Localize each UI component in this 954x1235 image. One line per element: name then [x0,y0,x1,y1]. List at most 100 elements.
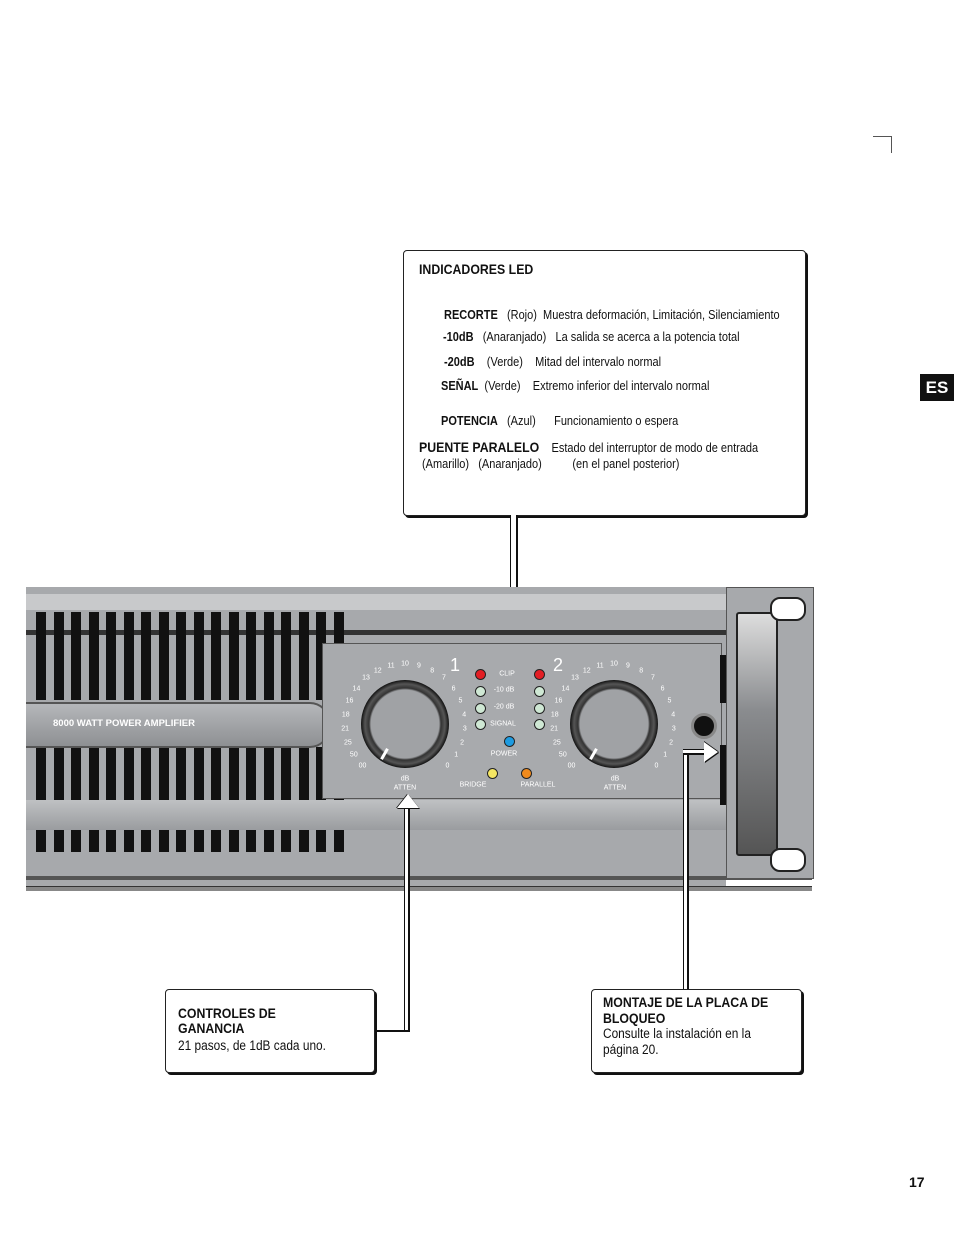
led-row: -20dB (Verde) Mitad del intervalo normal [444,355,662,369]
scale-label: 1 [663,751,668,759]
callout-line [404,808,410,1030]
vent-slot [211,612,221,700]
rack-handle [736,612,778,856]
scale-label: 50 [558,751,567,759]
vent-slot [36,612,46,700]
led-row: POTENCIA (Azul) Funcionamiento o espera [441,414,679,428]
callout-desc: Consulte la instalación en la página 20. [603,1026,751,1057]
minus20-label: -20 dB [493,703,515,711]
parallel-label: PARALLEL [520,781,556,789]
scale-label: 7 [442,674,446,682]
minus20-led-ch1 [475,703,486,714]
vent-slot [88,747,99,852]
vent-slot [263,612,274,700]
vent-slot [123,747,134,852]
scale-label: 13 [362,674,370,682]
vent-slot [71,747,81,852]
scale-label: 18 [341,711,350,719]
callout-title: MONTAJE DE LA PLACA DE BLOQUEO [603,994,769,1026]
scale-label: 12 [373,667,382,675]
scale-label: 9 [626,662,630,670]
gain-knob-channel-1[interactable] [361,680,449,768]
callout-title: INDICADORES LED [419,261,534,277]
vent-slot [123,612,134,700]
vent-slot [246,612,256,700]
scale-label: 00 [567,762,576,770]
vent-slot [316,612,326,700]
scale-label: 8 [430,667,435,675]
led-row: -10dB (Anaranjado) La salida se acerca a… [443,330,740,344]
vent-slot [36,747,46,852]
minus20-led-ch2 [534,703,545,714]
corner-mark [873,136,892,153]
bridge-label: BRIDGE [459,781,487,789]
scale-label: 50 [349,751,358,759]
vent-slot [141,747,151,852]
scale-label: 4 [462,711,467,719]
gain-controls-callout: CONTROLES DE GANANCIA 21 pasos, de 1dB c… [165,989,375,1073]
scale-label: 00 [358,762,367,770]
scale-label: 5 [458,697,463,705]
scale-label: 14 [352,685,361,693]
vent-slot [176,612,186,700]
scale-label: 0 [445,762,450,770]
knob-atten-label: ATTEN [603,784,627,792]
signal-led-ch2 [534,719,545,730]
callout-line [510,515,518,653]
vent-slot [246,747,256,852]
scale-label: 11 [596,662,604,670]
scale-label: 3 [462,725,467,733]
vent-slot [71,612,81,700]
vent-slot [158,612,169,700]
knob-db-label: dB [610,775,620,783]
vent-slot [263,747,274,852]
scale-label: 21 [341,725,350,733]
scale-label: 4 [671,711,676,719]
callout-line [683,752,689,990]
channel-1-label: 1 [450,655,461,675]
led-row: RECORTE (Rojo) Muestra deformación, Limi… [444,308,780,322]
knob-atten-label: ATTEN [393,784,417,792]
led-indicators-callout: INDICADORES LED RECORTE (Rojo) Muestra d… [403,250,806,516]
scale-label: 5 [667,697,672,705]
scale-label: 2 [669,739,674,747]
vent-slot [176,747,186,852]
vent-slot [193,612,204,700]
arrow-up-icon [397,794,419,808]
signal-label: SIGNAL [490,720,516,728]
scale-label: 25 [344,739,352,747]
scale-label: 21 [550,725,559,733]
clip-led-ch1 [475,669,486,680]
scale-label: 6 [660,685,665,693]
callout-desc: 21 pasos, de 1dB cada uno. [178,1038,326,1053]
scale-label: 10 [610,660,618,668]
vent-slot [228,612,239,700]
minus10-led-ch2 [534,686,545,697]
scale-label: 0 [654,762,659,770]
scale-label: 7 [651,674,655,682]
scale-label: 2 [460,739,465,747]
vent-slot [106,747,116,852]
page-number: 17 [909,1174,925,1190]
vent-slot [141,612,151,700]
bridge-led [487,768,498,779]
power-label: POWER [490,750,518,758]
vent-slot [228,747,239,852]
vent-slot [158,747,169,852]
scale-label: 16 [345,697,354,705]
knob-db-label: dB [400,775,410,783]
vent-slot [298,612,309,700]
scale-label: 18 [550,711,559,719]
model-label: 8000 WATT POWER AMPLIFIER [53,718,195,729]
power-led [504,736,515,747]
led-row: SEÑAL (Verde) Extremo inferior del inter… [441,379,710,393]
scale-label: 9 [417,662,421,670]
led-row: PUENTE PARALELO Estado del interruptor d… [419,439,759,455]
scale-label: 1 [454,751,459,759]
signal-led-ch1 [475,719,486,730]
gain-knob-channel-2[interactable] [570,680,658,768]
vent-slot [333,747,344,852]
scale-label: 3 [671,725,676,733]
scale-label: 25 [553,739,561,747]
